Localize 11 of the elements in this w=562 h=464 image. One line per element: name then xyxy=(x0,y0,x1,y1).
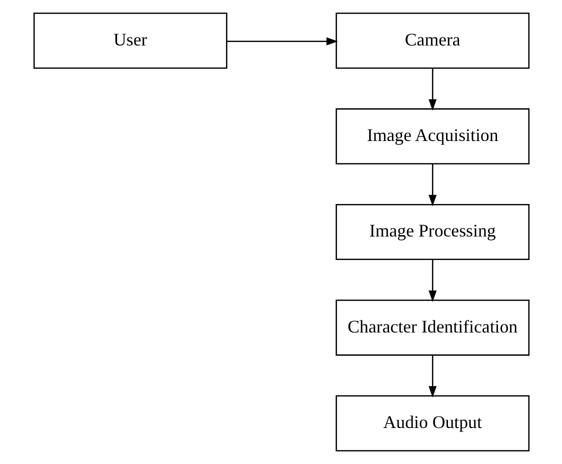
arrow xyxy=(226,37,338,46)
node-box: Image Acquisition xyxy=(335,108,530,164)
node-box: Character Identification xyxy=(335,300,530,356)
arrow xyxy=(428,164,436,206)
node-box: Camera xyxy=(335,12,530,69)
arrow xyxy=(428,68,436,111)
node-box: User xyxy=(32,12,227,69)
node-box: Image Processing xyxy=(335,204,530,260)
arrow xyxy=(428,355,436,398)
node-box: Audio Output xyxy=(335,395,530,452)
arrow xyxy=(428,260,436,302)
